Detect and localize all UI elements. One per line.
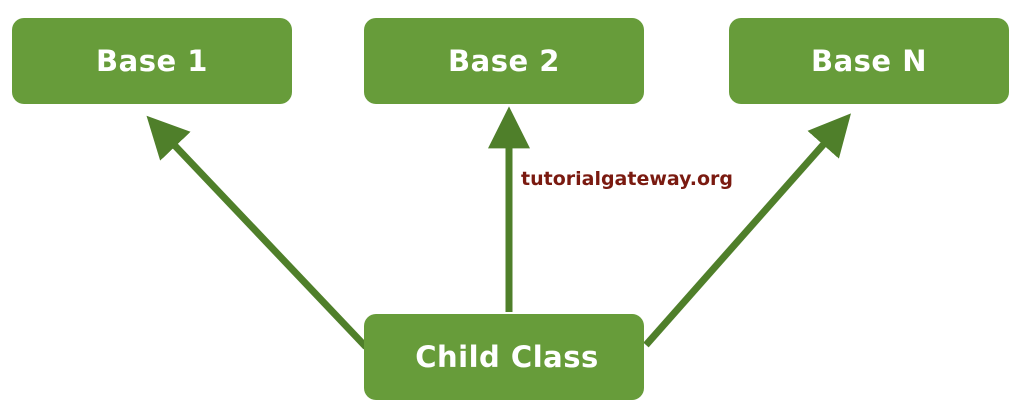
base-2-label: Base 2 — [448, 44, 560, 78]
watermark-text: tutorialgateway.org — [521, 168, 734, 190]
base-2-box: Base 2 — [364, 18, 644, 104]
child-class-label: Child Class — [415, 340, 599, 374]
base-n-label: Base N — [811, 44, 927, 78]
child-class-box: Child Class — [364, 314, 644, 400]
arrow-child-to-base1 — [146, 115, 369, 350]
base-1-box: Base 1 — [12, 18, 292, 104]
arrow-child-to-baseN — [643, 113, 851, 348]
base-n-box: Base N — [729, 18, 1009, 104]
base-1-label: Base 1 — [96, 44, 208, 78]
